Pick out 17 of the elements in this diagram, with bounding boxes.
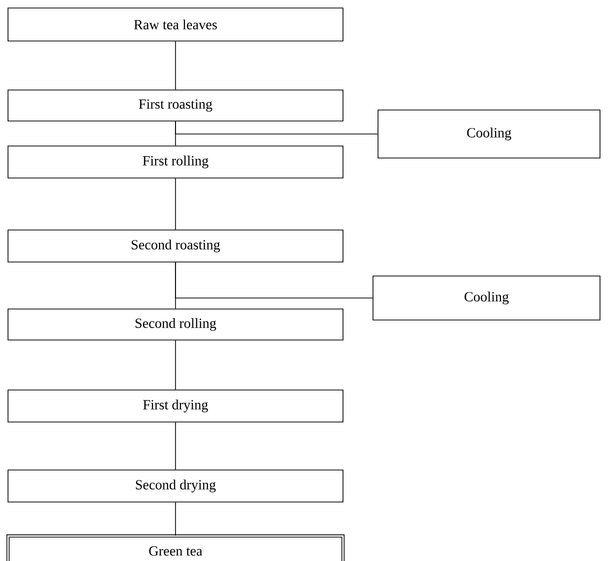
side-process-box: Cooling <box>378 110 600 158</box>
process-box: Second rolling <box>8 308 344 340</box>
connector-line <box>175 178 176 230</box>
connector-line <box>175 422 176 470</box>
product-box: Green tea <box>6 534 345 561</box>
connector-line <box>175 41 176 90</box>
connector-line <box>175 121 378 134</box>
process-box: First roasting <box>8 90 344 122</box>
process-box: Second roasting <box>8 230 344 262</box>
process-box: Second drying <box>8 470 344 502</box>
connector-line <box>175 340 176 390</box>
process-box: First drying <box>8 390 344 422</box>
connector-line <box>175 502 176 536</box>
process-box: Raw tea leaves <box>8 8 344 42</box>
side-process-box: Cooling <box>372 276 600 320</box>
process-box: First rolling <box>8 146 344 178</box>
connector-line <box>175 262 373 298</box>
